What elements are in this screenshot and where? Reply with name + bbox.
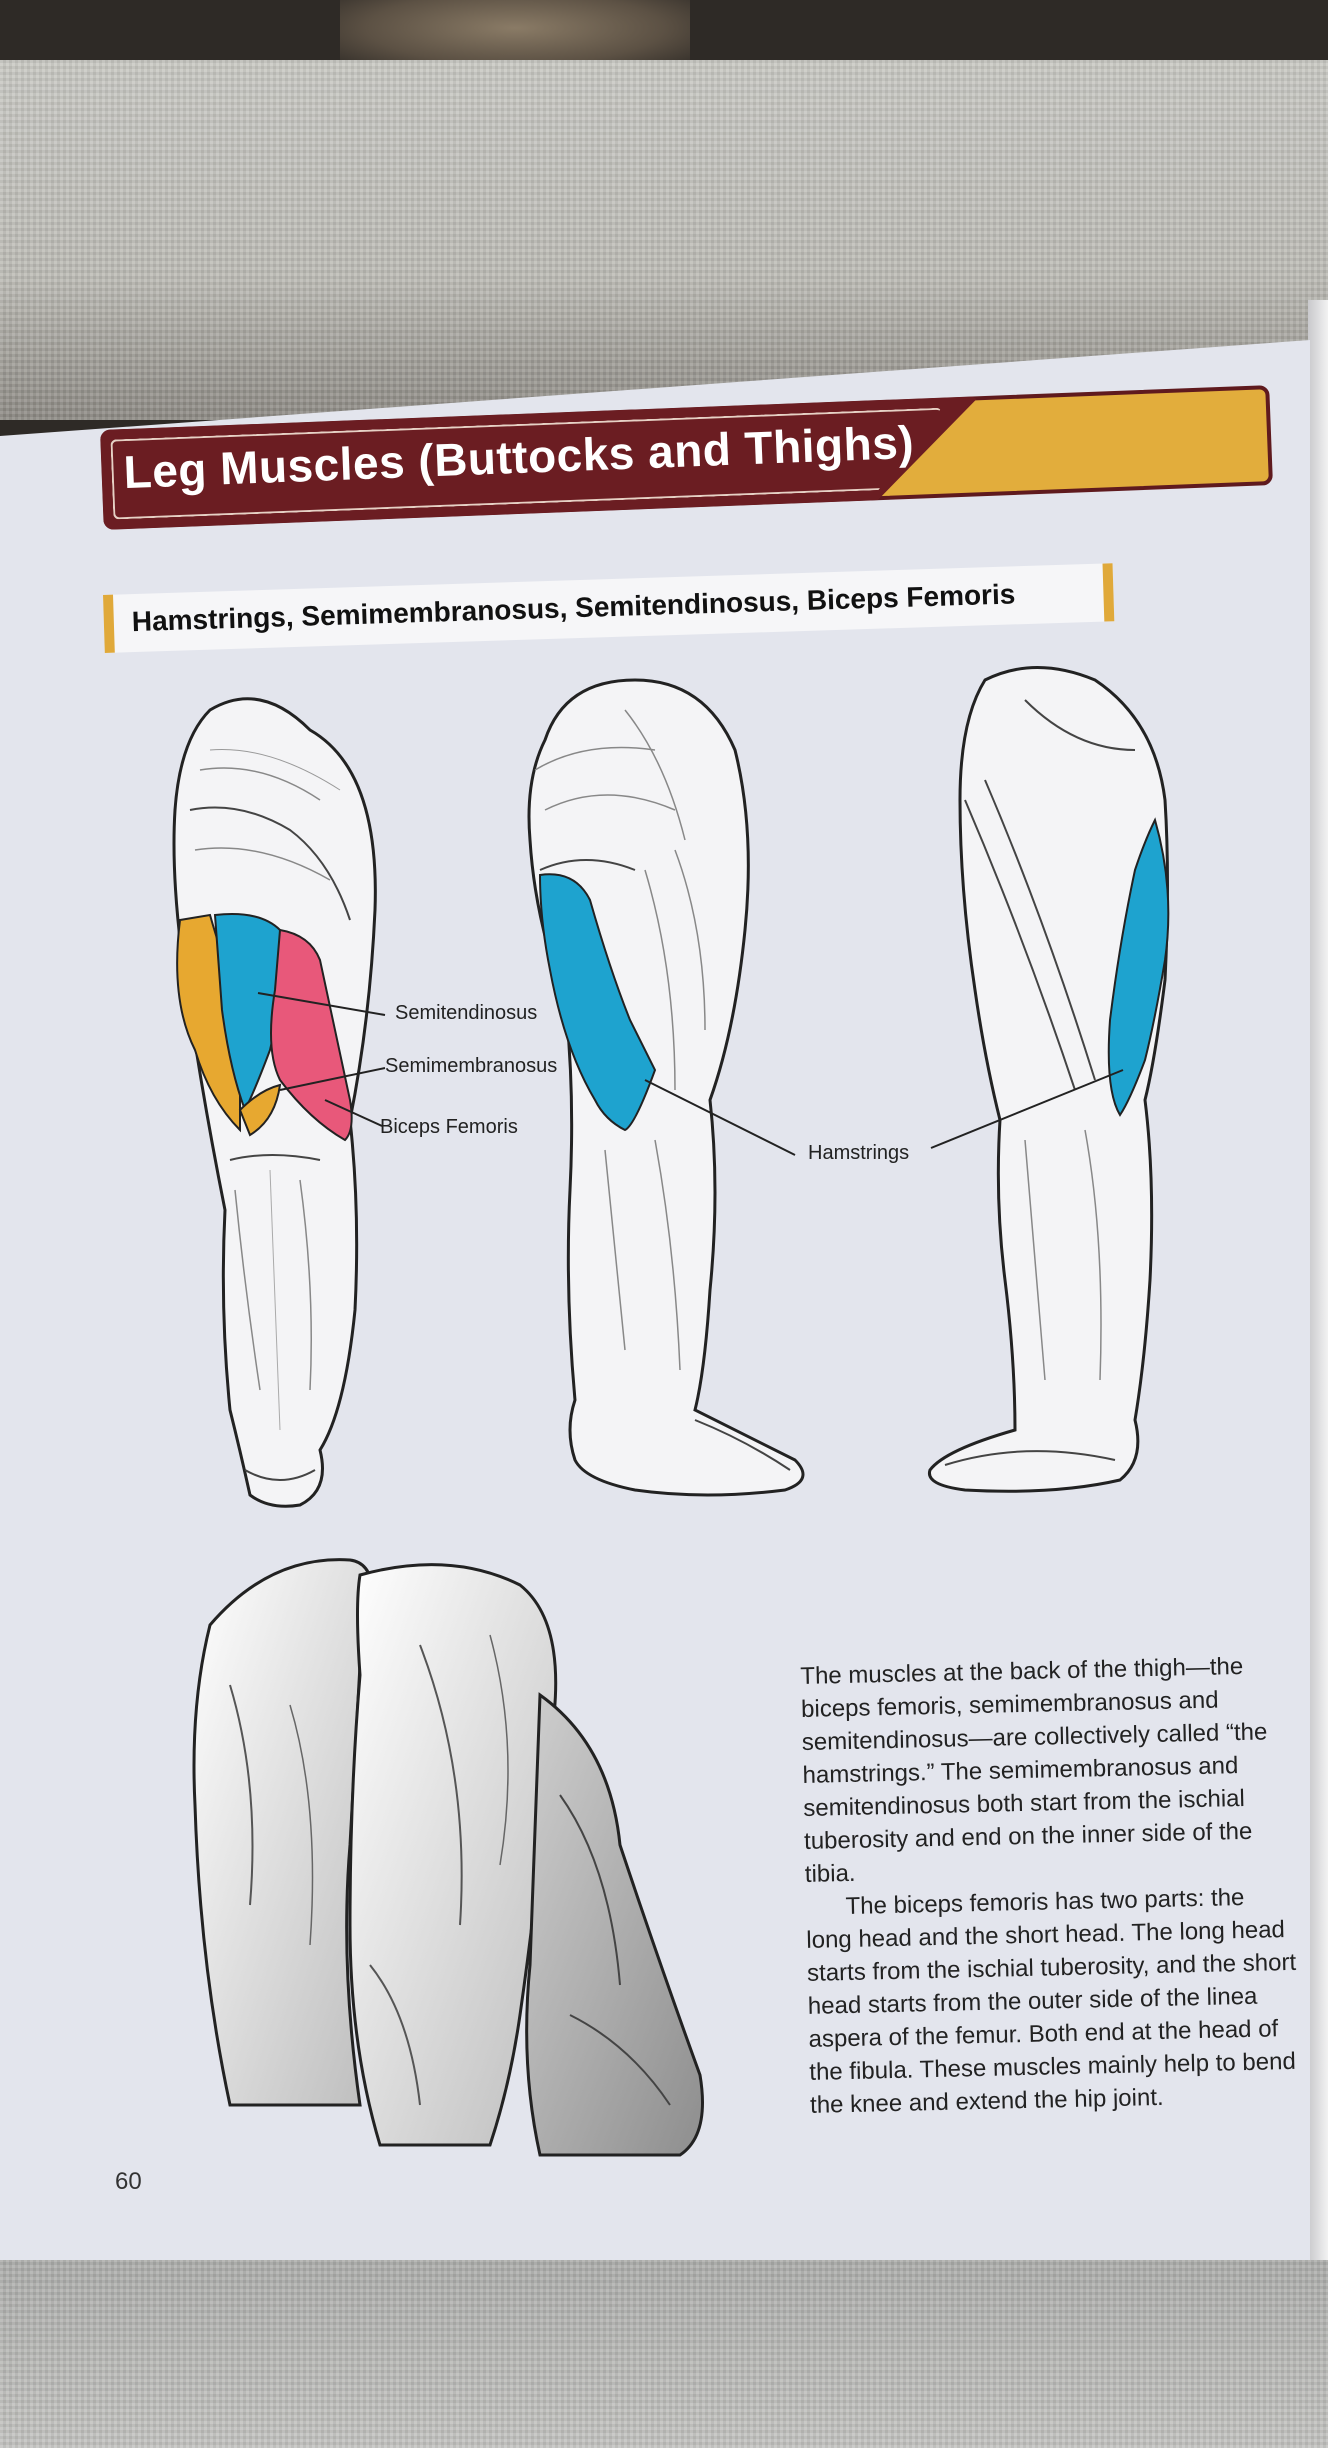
paragraph-1: The muscles at the back of the thigh—the… bbox=[800, 1652, 1268, 1888]
leg-side-view-illustration bbox=[527, 678, 805, 1497]
body-text: The muscles at the back of the thigh—the… bbox=[800, 1649, 1300, 2122]
leg-back-view-illustration bbox=[172, 697, 386, 1508]
background-cloth-bottom bbox=[0, 2230, 1328, 2448]
background-object bbox=[340, 0, 690, 70]
label-semimembranosus: Semimembranosus bbox=[385, 1055, 558, 1077]
buttocks-shaded-illustration bbox=[192, 1558, 704, 2157]
label-semitendinosus: Semitendinosus bbox=[395, 1002, 538, 1024]
label-biceps-femoris: Biceps Femoris bbox=[380, 1116, 518, 1138]
leg-inner-view-illustration bbox=[927, 666, 1170, 1493]
paragraph-2: The biceps femoris has two parts: the lo… bbox=[806, 1883, 1297, 2119]
page-number: 60 bbox=[115, 2168, 142, 2195]
page-edge bbox=[1308, 300, 1328, 2260]
label-hamstrings: Hamstrings bbox=[808, 1142, 910, 1164]
